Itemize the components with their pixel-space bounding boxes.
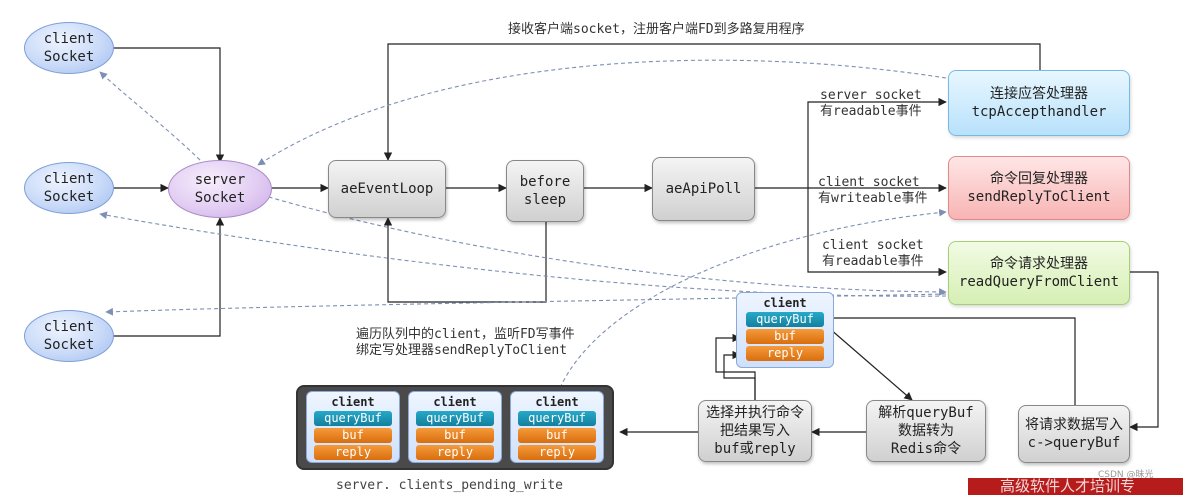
client-socket-3-line2: Socket [43,337,95,353]
pending-client-2-buf: buf [416,428,494,443]
write-query-buf: 将请求数据写入 c->queryBuf [1018,405,1130,463]
footer-watermark: CSDN @昧光 [1098,470,1154,480]
pending-client-3-title: client [535,395,579,409]
ae-api-poll: aeApiPoll [652,157,755,221]
query-handler: 命令请求处理器 readQueryFromClient [948,241,1130,305]
parse-query-buf: 解析queryBuf 数据转为 Redis命令 [866,400,986,462]
ae-event-loop-label: aeEventLoop [340,181,434,197]
pending-client-1-buf: buf [314,428,392,443]
client-socket-3-line1: client [43,319,95,335]
write-query-line2: c->queryBuf [1027,435,1121,451]
execute-command: 选择并执行命令 把结果写入 buf或reply [698,400,812,462]
client-struct-reply: reply [746,346,824,361]
accept-handler-line1: 连接应答处理器 [990,86,1088,102]
edge-write-to-querybuf [821,313,1076,405]
pending-client-1-querybuf: queryBuf [314,411,392,426]
label-pending-write: server. clients_pending_write [336,478,563,493]
accept-handler: 连接应答处理器 tcpAccepthandler [948,70,1130,136]
client-socket-1-line1: client [43,31,95,47]
dashed-accept-to-server [257,59,947,166]
footer-banner [968,478,1183,495]
pending-client-2: client queryBuf buf reply [408,391,502,463]
query-handler-line2: readQueryFromClient [958,274,1120,290]
client-socket-2-line1: client [43,171,95,187]
pending-client-3-buf: buf [518,428,596,443]
client-socket-3: client Socket [24,310,114,362]
dashed-query-to-client2 [99,211,947,297]
write-query-line1: 将请求数据写入 [1025,417,1123,433]
reply-handler: 命令回复处理器 sendReplyToClient [948,156,1130,220]
client-socket-2: client Socket [24,162,114,214]
server-socket-line1: server [194,172,246,188]
footer-banner-text: 高级软件人才培训专 [1000,477,1136,495]
server-socket-line2: Socket [194,190,246,206]
edge-querybuf-to-parse [821,321,913,401]
label-server-socket-readable: server socket 有readable事件 [820,88,922,120]
label-traverse-queue: 遍历队列中的client，监听FD写事件 绑定写处理器sendReplyToCl… [356,327,575,359]
edge-poll-to-accept [807,97,947,188]
pending-client-2-querybuf: queryBuf [416,411,494,426]
pending-client-2-title: client [433,395,477,409]
client-socket-1-line2: Socket [43,49,95,65]
before-sleep: before sleep [506,160,584,222]
pending-client-3-querybuf: queryBuf [518,411,596,426]
dashed-server-to-client1 [99,71,206,166]
reply-handler-line2: sendReplyToClient [967,189,1111,205]
parse-query-line2: 数据转为 [898,423,954,439]
label-accept-register: 接收客户端socket，注册客户端FD到多路复用程序 [508,22,805,37]
edge-client3-to-server [112,217,225,337]
label-client-socket-readable-line1: client socket [822,238,924,253]
execute-line1: 选择并执行命令 [706,405,804,421]
label-client-socket-readable-line2: 有readable事件 [822,254,924,269]
execute-line3: buf或reply [714,441,796,457]
edge-client1-to-server [112,47,225,163]
label-client-socket-writeable-line1: client socket [818,175,920,190]
pending-client-3-reply: reply [518,445,596,460]
pending-client-1-reply: reply [314,445,392,460]
accept-handler-line2: tcpAccepthandler [971,104,1107,120]
label-traverse-line2: 绑定写处理器sendReplyToClient [356,343,568,358]
client-struct-title: client [763,296,807,310]
ae-event-loop: aeEventLoop [328,160,446,218]
pending-client-1-title: client [331,395,375,409]
server-socket: server Socket [168,160,272,218]
dashed-query-to-client3 [105,293,947,316]
client-socket-2-line2: Socket [43,189,95,205]
label-server-socket-readable-line2: 有readable事件 [820,104,922,119]
dashed-pending-to-reply [559,208,947,389]
label-client-socket-writeable-line2: 有writeable事件 [818,191,928,206]
pending-client-1: client queryBuf buf reply [306,391,400,463]
query-handler-line1: 命令请求处理器 [990,256,1088,272]
before-sleep-line2: sleep [523,192,567,208]
client-struct-querybuf: queryBuf [746,312,824,327]
edge-execute-to-reply [723,350,756,405]
parse-query-line1: 解析queryBuf [878,405,974,421]
before-sleep-line1: before [519,174,571,190]
label-traverse-line1: 遍历队列中的client，监听FD写事件 [356,327,575,342]
client-socket-1: client Socket [24,22,114,74]
label-client-socket-readable: client socket 有readable事件 [822,238,924,270]
edge-accept-to-loop [383,43,1041,161]
edge-beforesleep-to-loop [383,217,547,303]
reply-handler-line1: 命令回复处理器 [990,171,1088,187]
pending-client-3: client queryBuf buf reply [510,391,604,463]
client-struct: client queryBuf buf reply [736,292,834,368]
pending-client-2-reply: reply [416,445,494,460]
label-client-socket-writeable: client socket 有writeable事件 [818,175,927,207]
client-struct-buf: buf [746,329,824,344]
ae-api-poll-label: aeApiPoll [665,181,742,197]
edge-poll-to-query [807,188,947,277]
label-server-socket-readable-line1: server socket [820,88,922,103]
edge-query-to-write [1129,271,1159,432]
execute-line2: 把结果写入 [720,423,790,439]
parse-query-line3: Redis命令 [890,441,962,457]
